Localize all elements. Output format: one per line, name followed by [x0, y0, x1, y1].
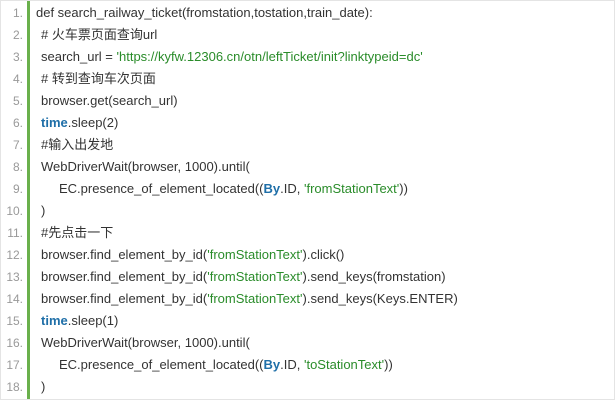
code-text: browser.find_element_by_id(	[41, 247, 208, 262]
line-code: # 转到查询车次页面	[23, 68, 614, 90]
line-number: 1.	[12, 6, 23, 20]
line-code: def search_railway_ticket(fromstation,to…	[23, 2, 614, 24]
code-line: 18. )	[1, 376, 614, 398]
line-number: 3.	[12, 50, 23, 64]
code-comment: #先点击一下	[41, 225, 114, 240]
line-number: 8.	[12, 160, 23, 174]
code-line: 6. time.sleep(2)	[1, 112, 614, 134]
line-code: )	[23, 200, 614, 222]
code-text: .sleep(2)	[67, 115, 119, 130]
gutter-accent-bar	[27, 1, 30, 399]
line-number: 10.	[6, 204, 23, 218]
code-builtin: By	[263, 357, 281, 372]
line-number: 17.	[6, 358, 23, 372]
code-string: 'fromStationText'	[207, 247, 303, 262]
line-code: #输入出发地	[23, 134, 614, 156]
line-number: 5.	[12, 94, 23, 108]
line-code: EC.presence_of_element_located((By.ID, '…	[23, 178, 614, 200]
code-line: 2. # 火车票页面查询url	[1, 24, 614, 46]
line-number: 2.	[12, 28, 23, 42]
line-number: 15.	[6, 314, 23, 328]
code-text: ).send_keys(fromstation)	[302, 269, 446, 284]
code-text: .sleep(1)	[67, 313, 119, 328]
code-comment: #输入出发地	[41, 137, 114, 152]
code-string: 'fromStationText'	[207, 269, 303, 284]
line-number: 12.	[6, 248, 23, 262]
code-string: 'fromStationText'	[303, 181, 400, 196]
line-code: )	[23, 376, 614, 398]
code-line: 12. browser.find_element_by_id('fromStat…	[1, 244, 614, 266]
line-code: browser.find_element_by_id('fromStationT…	[23, 266, 614, 288]
code-text: browser.find_element_by_id(	[41, 269, 208, 284]
line-number: 18.	[6, 380, 23, 394]
code-text: browser.find_element_by_id(	[41, 291, 208, 306]
line-code: search_url = 'https://kyfw.12306.cn/otn/…	[23, 46, 614, 68]
code-line: 7. #输入出发地	[1, 134, 614, 156]
code-builtin: time	[41, 313, 68, 328]
code-text: .ID,	[280, 181, 304, 196]
code-line: 11. #先点击一下	[1, 222, 614, 244]
line-code: # 火车票页面查询url	[23, 24, 614, 46]
code-text: ).click()	[302, 247, 345, 262]
code-line: 4. # 转到查询车次页面	[1, 68, 614, 90]
code-string: 'fromStationText'	[207, 291, 303, 306]
code-line: 3. search_url = 'https://kyfw.12306.cn/o…	[1, 46, 614, 68]
line-code: WebDriverWait(browser, 1000).until(	[23, 332, 614, 354]
code-line: 9. EC.presence_of_element_located((By.ID…	[1, 178, 614, 200]
line-code: EC.presence_of_element_located((By.ID, '…	[23, 354, 614, 376]
code-text: browser.get(search_url)	[41, 93, 178, 108]
code-text: WebDriverWait(browser, 1000).until(	[41, 335, 250, 350]
code-line: 13. browser.find_element_by_id('fromStat…	[1, 266, 614, 288]
line-number: 9.	[12, 182, 23, 196]
line-number: 13.	[6, 270, 23, 284]
code-text: EC.presence_of_element_located((	[59, 181, 264, 196]
code-line: 8. WebDriverWait(browser, 1000).until(	[1, 156, 614, 178]
line-number: 14.	[6, 292, 23, 306]
code-string: 'https://kyfw.12306.cn/otn/leftTicket/in…	[116, 49, 423, 64]
line-code: browser.find_element_by_id('fromStationT…	[23, 288, 614, 310]
code-line: 16. WebDriverWait(browser, 1000).until(	[1, 332, 614, 354]
code-line: 1. def search_railway_ticket(fromstation…	[1, 2, 614, 24]
code-line: 5. browser.get(search_url)	[1, 90, 614, 112]
line-number: 7.	[12, 138, 23, 152]
code-builtin: time	[41, 115, 68, 130]
code-text: ).send_keys(Keys.ENTER)	[302, 291, 458, 306]
code-text: ))	[399, 181, 408, 196]
code-line: 10. )	[1, 200, 614, 222]
code-string: 'toStationText'	[303, 357, 385, 372]
code-text: def search_railway_ticket(fromstation,to…	[36, 5, 373, 20]
line-number: 11.	[7, 226, 23, 240]
code-line: 14. browser.find_element_by_id('fromStat…	[1, 288, 614, 310]
line-code: time.sleep(2)	[23, 112, 614, 134]
code-comment: # 火车票页面查询url	[41, 27, 158, 42]
line-code: browser.get(search_url)	[23, 90, 614, 112]
code-text: )	[41, 203, 46, 218]
line-number: 16.	[6, 336, 23, 350]
code-comment: # 转到查询车次页面	[41, 71, 156, 86]
code-line: 15. time.sleep(1)	[1, 310, 614, 332]
line-code: browser.find_element_by_id('fromStationT…	[23, 244, 614, 266]
line-code: WebDriverWait(browser, 1000).until(	[23, 156, 614, 178]
code-text: .ID,	[280, 357, 304, 372]
code-text: WebDriverWait(browser, 1000).until(	[41, 159, 250, 174]
line-number: 6.	[12, 116, 23, 130]
line-code: time.sleep(1)	[23, 310, 614, 332]
code-text: EC.presence_of_element_located((	[59, 357, 264, 372]
code-line: 17. EC.presence_of_element_located((By.I…	[1, 354, 614, 376]
code-text: ))	[384, 357, 393, 372]
code-text: )	[41, 379, 46, 394]
line-number: 4.	[12, 72, 23, 86]
code-text: search_url =	[41, 49, 117, 64]
code-builtin: By	[263, 181, 281, 196]
line-code: #先点击一下	[23, 222, 614, 244]
